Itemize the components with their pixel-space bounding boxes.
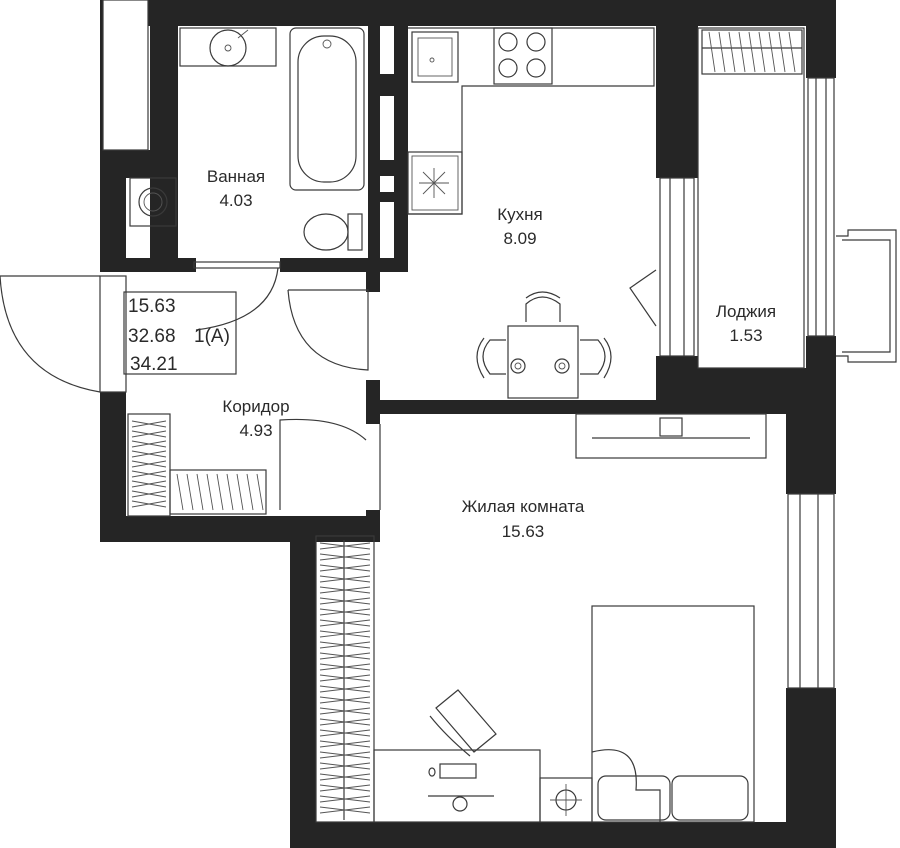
hanger-icon: [131, 500, 167, 508]
hanger-icon: [319, 762, 371, 770]
hanger-icon: [788, 31, 796, 73]
hanger-icon: [176, 473, 184, 511]
stove-icon: [493, 27, 553, 85]
hanger-icon: [319, 542, 371, 550]
room-area-corridor: 4.93: [239, 421, 272, 440]
hanger-icon: [728, 31, 736, 73]
hanger-icon: [319, 685, 371, 693]
room-area-living: 15.63: [502, 522, 545, 541]
room-name-kitchen: Кухня: [497, 205, 543, 224]
hanger-icon: [131, 480, 167, 488]
hanger-icon: [319, 630, 371, 638]
hanger-icon: [319, 575, 371, 583]
hanger-icon: [778, 31, 786, 73]
hanger-icon: [319, 696, 371, 704]
hanger-icon: [131, 420, 167, 428]
hanger-icon: [319, 641, 371, 649]
summary-total-area: 32.68: [128, 326, 176, 347]
hanger-icon: [131, 460, 167, 468]
hanger-icon: [319, 729, 371, 737]
room-name-living: Жилая комната: [462, 497, 585, 516]
summary-type: 1(А): [194, 326, 230, 347]
hanger-icon: [319, 784, 371, 792]
hanger-icon: [319, 597, 371, 605]
hangers: [131, 31, 796, 814]
windows: [102, 0, 897, 689]
hanger-icon: [226, 473, 234, 511]
bathroom-fixtures: [129, 27, 365, 331]
hanger-icon: [319, 619, 371, 627]
hanger-icon: [256, 473, 264, 511]
hanger-icon: [131, 450, 167, 458]
tv-stand-icon: [575, 413, 767, 459]
hanger-icon: [186, 473, 194, 511]
hanger-icon: [206, 473, 214, 511]
hanger-icon: [131, 490, 167, 498]
walls: [100, 0, 836, 848]
hanger-icon: [319, 663, 371, 671]
room-area-loggia: 1.53: [729, 326, 762, 345]
room-area-bathroom: 4.03: [219, 191, 252, 210]
hanger-icon: [131, 440, 167, 448]
hanger-icon: [319, 564, 371, 572]
room-name-bathroom: Ванная: [207, 167, 265, 186]
hanger-icon: [319, 773, 371, 781]
hanger-icon: [319, 751, 371, 759]
hanger-icon: [708, 31, 716, 73]
summary-living-area: 15.63: [128, 296, 176, 317]
hanger-icon: [319, 718, 371, 726]
living-wardrobe-icon: [315, 535, 375, 823]
info-box: [123, 291, 237, 375]
sink-icon: [209, 29, 247, 67]
hanger-icon: [319, 586, 371, 594]
room-name-loggia: Лоджия: [716, 302, 776, 321]
hanger-icon: [131, 470, 167, 478]
bathtub-icon: [289, 27, 365, 191]
fridge-icon: [407, 151, 463, 215]
hanger-icon: [319, 740, 371, 748]
hanger-icon: [196, 473, 204, 511]
hanger-icon: [718, 31, 726, 73]
hanger-icon: [319, 806, 371, 814]
bed-icon: [591, 605, 755, 823]
keyboard-icon: [439, 763, 477, 779]
desk-icon: [373, 749, 541, 823]
hanger-icon: [319, 652, 371, 660]
hanger-icon: [131, 430, 167, 438]
kitchen-sink-icon: [411, 31, 459, 83]
loggia-fixtures: [697, 27, 805, 369]
hanger-icon: [768, 31, 776, 73]
hanger-icon: [319, 674, 371, 682]
room-area-kitchen: 8.09: [503, 229, 536, 248]
hanger-icon: [319, 608, 371, 616]
dining-table-icon: [476, 291, 612, 399]
desk-chair-icon: [429, 689, 497, 757]
hanger-icon: [319, 553, 371, 561]
corridor-fixtures: [0, 275, 369, 517]
hanger-icon: [246, 473, 254, 511]
living-fixtures: [315, 413, 767, 823]
kitchen-fixtures: [407, 27, 657, 399]
wardrobe-icon: [701, 29, 803, 75]
hanger-icon: [738, 31, 746, 73]
hanger-icon: [319, 795, 371, 803]
hanger-icon: [216, 473, 224, 511]
hanger-icon: [236, 473, 244, 511]
hanger-icon: [758, 31, 766, 73]
hanger-icon: [748, 31, 756, 73]
washing-machine-icon: [129, 177, 177, 227]
toilet-icon: [303, 213, 349, 251]
room-name-corridor: Коридор: [222, 397, 289, 416]
hanger-icon: [319, 707, 371, 715]
summary-total-with-loggia: 34.21: [130, 354, 178, 375]
